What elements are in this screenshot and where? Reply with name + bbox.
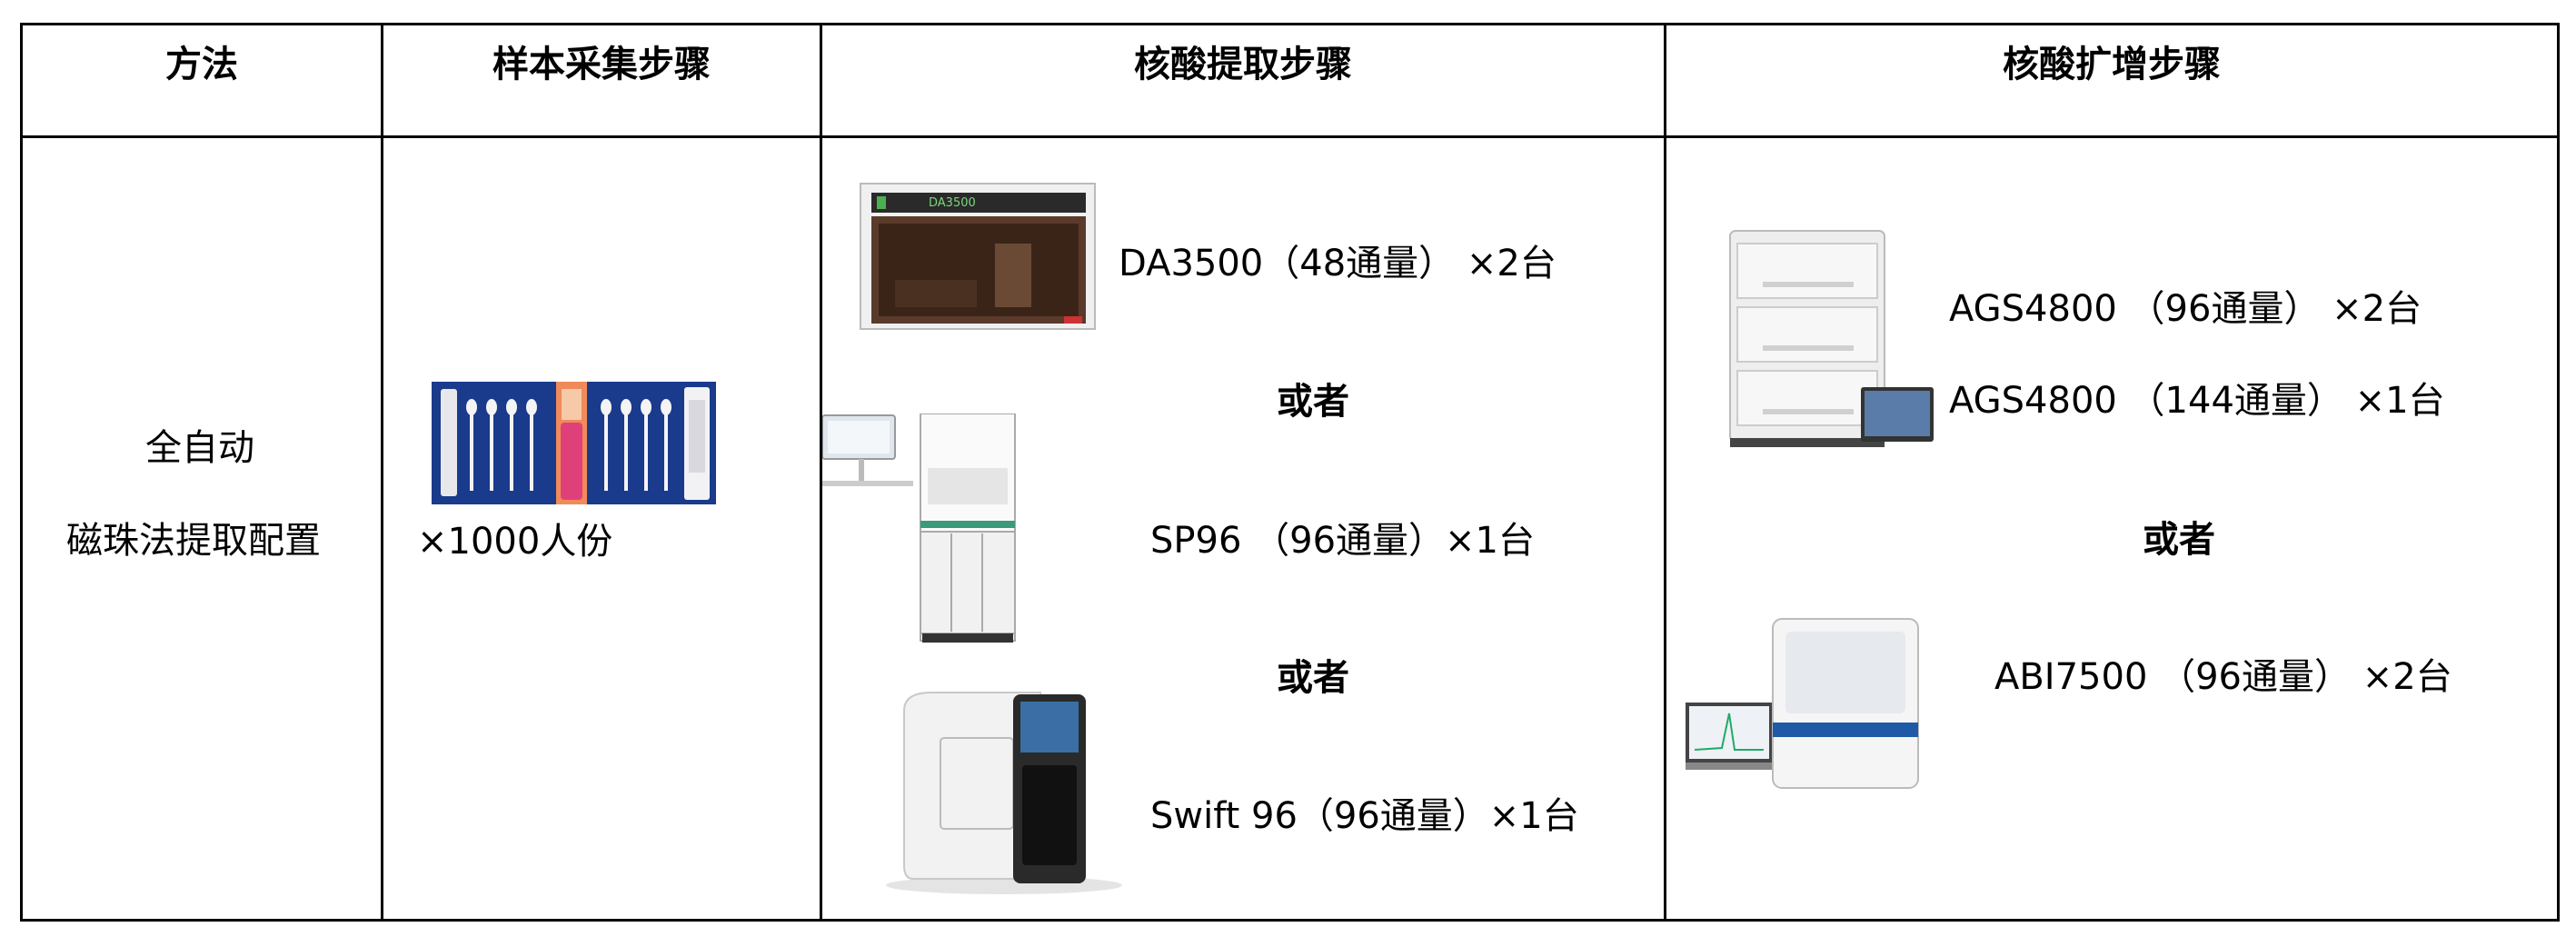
abi7500-device-image xyxy=(1686,613,1922,793)
sample-quantity: ×1000人份 xyxy=(417,521,613,563)
swift96-device-image xyxy=(877,683,1129,897)
header-amplification: 核酸扩增步骤 xyxy=(2003,44,2221,85)
extraction-item2: SP96 （96通量）×1台 xyxy=(1150,520,1535,562)
ags4800-device-image xyxy=(1726,227,1935,453)
da3500-logo-text: DA3500 xyxy=(929,196,976,210)
column-separator-2 xyxy=(820,23,822,922)
header-separator xyxy=(20,135,2560,138)
column-separator-3 xyxy=(1664,23,1666,922)
extraction-item3: Swift 96（96通量）×1台 xyxy=(1150,795,1579,837)
table-border-left xyxy=(20,23,23,922)
amplification-item1: AGS4800 （96通量） ×2台 xyxy=(1949,288,2422,330)
method-line2: 磁珠法提取配置 xyxy=(66,520,321,562)
amplification-or1: 或者 xyxy=(2143,519,2215,561)
amplification-item2: AGS4800 （144通量） ×1台 xyxy=(1949,380,2445,422)
extraction-item1: DA3500（48通量） ×2台 xyxy=(1119,243,1557,284)
table-border-right xyxy=(2557,23,2560,922)
swab-kit-image xyxy=(432,382,716,504)
header-sample: 样本采集步骤 xyxy=(492,44,711,85)
table-border-top xyxy=(20,23,2560,25)
da3500-device-image xyxy=(859,180,1098,333)
method-line1: 全自动 xyxy=(145,427,254,469)
extraction-or2: 或者 xyxy=(1277,657,1349,699)
header-method: 方法 xyxy=(165,44,238,85)
extraction-or1: 或者 xyxy=(1277,381,1349,423)
column-separator-1 xyxy=(381,23,383,922)
amplification-item3: ABI7500 （96通量） ×2台 xyxy=(1994,656,2452,698)
sp96-device-image xyxy=(822,414,1104,650)
header-extraction: 核酸提取步骤 xyxy=(1134,44,1352,85)
table-border-bottom xyxy=(20,919,2560,922)
